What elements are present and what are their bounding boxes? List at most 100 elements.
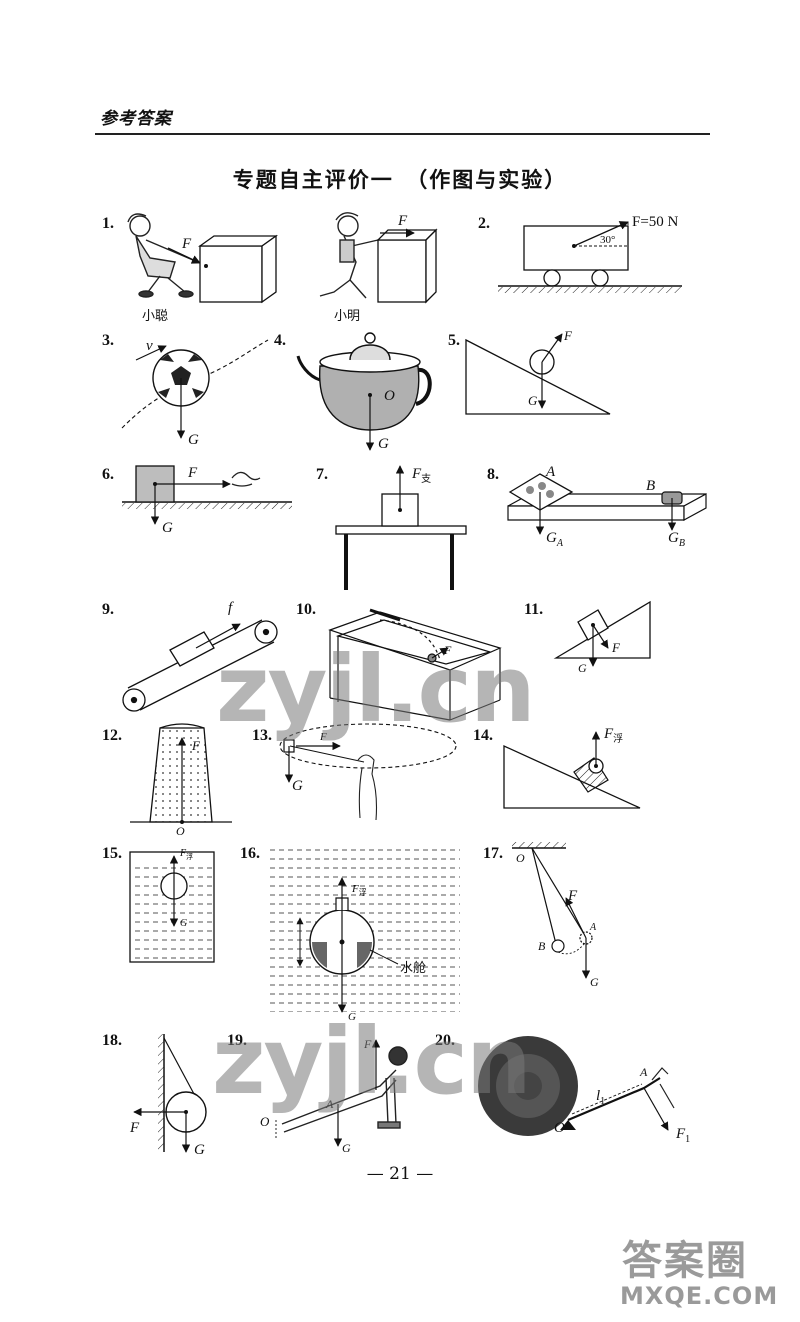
figure-3: v G — [121, 338, 269, 448]
ball-b — [551, 939, 565, 953]
problem-number: 1. — [102, 215, 114, 232]
force-label: F — [187, 465, 198, 481]
figure-2: 30° F=50 N — [498, 214, 682, 293]
leader-line — [369, 949, 399, 965]
problem-number: 4. — [274, 332, 286, 349]
angle-label: 30° — [600, 234, 615, 246]
figure-7: F支 — [335, 465, 467, 590]
label-a: A — [545, 464, 556, 480]
velocity-arrow — [135, 345, 167, 361]
gravity-label: G — [528, 393, 538, 408]
force-arrow — [592, 624, 609, 649]
box-a — [508, 473, 574, 511]
box — [376, 228, 438, 304]
gravity-label: G — [188, 432, 199, 448]
conveyor-belt — [122, 619, 278, 712]
tension-arrow — [565, 897, 587, 939]
ground-hatch — [498, 287, 682, 293]
gravity-label: G — [348, 1011, 356, 1023]
figure-11: G F — [553, 600, 651, 675]
hand-icon — [357, 754, 378, 821]
figure-19: O A F G — [260, 1037, 408, 1155]
force-label: F — [129, 1120, 140, 1136]
figure-8: A B GA GB — [507, 464, 707, 549]
figure-13: F G — [279, 723, 457, 821]
force-label: F — [191, 738, 201, 753]
hand-icon — [651, 1067, 675, 1109]
table-top — [335, 525, 467, 535]
gravity-label: G — [162, 520, 173, 536]
pivot-label: O — [260, 1114, 270, 1129]
figure-20: O l1 A F1 — [478, 1036, 690, 1145]
figure-14: F浮 — [503, 726, 641, 809]
pendulum-string — [531, 847, 557, 945]
wall-hatch — [158, 1034, 164, 1152]
figure-17: O B A F G — [512, 842, 599, 989]
girl-figure — [127, 213, 201, 298]
incline — [503, 744, 641, 809]
problem-number: 3. — [102, 332, 114, 349]
problem-number: 15. — [102, 845, 122, 862]
velocity-label: v — [146, 338, 153, 354]
force-label: F — [397, 213, 408, 229]
box — [197, 234, 279, 304]
lever-arm — [567, 1077, 661, 1122]
force-label: F — [181, 236, 192, 252]
force-label: F — [443, 643, 452, 657]
problem-number: 14. — [473, 727, 493, 744]
figure-4: O G — [296, 332, 432, 452]
force-arrow — [643, 1087, 669, 1131]
header-rule — [95, 133, 710, 135]
problem-number: 18. — [102, 1032, 122, 1049]
circular-path — [279, 723, 457, 769]
gravity-label: G — [378, 436, 389, 452]
watermark: zyjl.cn — [212, 1008, 532, 1115]
block — [169, 631, 215, 667]
problem-number: 9. — [102, 601, 114, 618]
figure-15: F浮 G — [129, 848, 215, 963]
figure-18: F G — [129, 1034, 207, 1158]
lever-arm-label: l1 — [596, 1088, 605, 1107]
figure-6: F G — [122, 465, 292, 536]
buoyant-force-label: F浮 — [179, 848, 193, 861]
page-title: 专题自主评价一 （作图与实验） — [232, 168, 568, 192]
person-pushup — [281, 1046, 408, 1133]
label-a: A — [589, 922, 597, 933]
force-arrow — [167, 247, 201, 264]
teapot — [296, 332, 432, 431]
problem-number: 8. — [487, 466, 499, 483]
cart-wheel — [543, 269, 561, 287]
force-label: F1 — [675, 1126, 690, 1145]
incline — [465, 338, 611, 415]
gravity-label: G — [590, 975, 599, 989]
gravity-label-b: GB — [668, 530, 685, 549]
force-arrow — [541, 333, 563, 363]
watermark: zyjl.cn — [216, 636, 536, 743]
gravity-label: G — [194, 1142, 205, 1158]
corner-watermark: MXQE.COM — [620, 1282, 779, 1310]
label-b: B — [646, 478, 655, 494]
pendulum-string — [531, 847, 585, 935]
cart-wheel — [591, 269, 609, 287]
problem-number: 12. — [102, 727, 122, 744]
hand-icon — [231, 471, 261, 487]
gravity-label: G — [292, 778, 303, 794]
header-label: 参考答案 — [100, 109, 172, 129]
caption-water-tank: 水舱 — [400, 961, 426, 976]
corner-watermark: 答案圈 — [622, 1238, 748, 1284]
figure-12: F O — [130, 723, 232, 838]
caption-xiaoming: 小明 — [334, 309, 360, 324]
force-label: F=50 N — [632, 214, 679, 230]
problem-number: 19. — [227, 1032, 247, 1049]
force-label: F — [563, 328, 573, 343]
support-force-label: F支 — [411, 466, 431, 485]
force-label: F — [567, 888, 578, 904]
problem-number: 2. — [478, 215, 490, 232]
boy-figure — [319, 212, 379, 299]
problem-number: 7. — [316, 466, 328, 483]
gravity-label: G — [180, 918, 187, 929]
pivot-label: O — [516, 851, 525, 865]
string — [163, 1037, 195, 1095]
gravity-label-a: GA — [546, 530, 564, 549]
problem-number: 6. — [102, 466, 114, 483]
